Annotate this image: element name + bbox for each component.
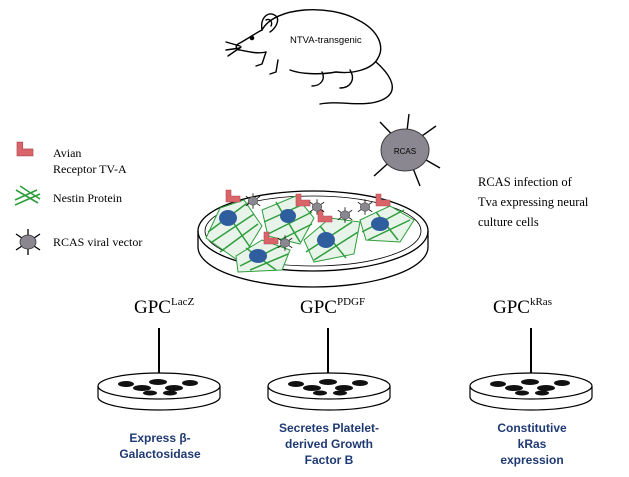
- gpc-label: GPCPDGF: [300, 296, 365, 318]
- gpc-column-lacz: GPCLacZ Express β- Galactosidase: [97, 296, 221, 461]
- petri-dish: [97, 372, 221, 411]
- gpc-column-kras: GPCkRas Constitutive kRas expression: [469, 296, 593, 467]
- receptor-marker: [225, 189, 241, 203]
- infection-line: Tva expressing neural: [478, 195, 589, 209]
- neural-cell: [235, 239, 291, 273]
- outcome-line: Secretes Platelet-: [279, 421, 379, 435]
- infection-description: RCAS infection of Tva expressing neural …: [478, 175, 589, 229]
- legend: Avian Receptor TV-A Nestin Protein RCAS …: [14, 141, 142, 256]
- legend-receptor-line1: Avian: [53, 146, 81, 160]
- neural-cell: [359, 205, 415, 243]
- petri-dish: [469, 372, 593, 411]
- legend-rcas-label: RCAS viral vector: [53, 235, 142, 249]
- outcome-line: expression: [500, 453, 563, 467]
- rcas-virus-icon: [15, 228, 41, 256]
- gpc-column-pdgf: GPCPDGF Secretes Platelet- derived Growt…: [267, 296, 391, 467]
- gpc-label: GPCLacZ: [134, 296, 194, 318]
- nestin-protein-icon: [14, 185, 41, 206]
- receptor-marker: [375, 193, 391, 207]
- neural-cell: [303, 217, 361, 263]
- avian-receptor-icon: [16, 141, 34, 157]
- infection-line: RCAS infection of: [478, 175, 573, 189]
- mouse-label: NTVA-transgenic: [290, 35, 362, 46]
- petri-dish: [267, 372, 391, 411]
- outcome-line: Constitutive: [497, 421, 567, 435]
- neural-cell: [205, 199, 263, 263]
- outcome-line: Galactosidase: [119, 447, 201, 461]
- mouse-icon: [225, 9, 393, 105]
- outcome-line: kRas: [518, 437, 547, 451]
- infection-line: culture cells: [478, 215, 539, 229]
- rcas-virion: [373, 113, 441, 187]
- legend-receptor-line2: Receptor TV-A: [53, 162, 127, 176]
- legend-nestin-label: Nestin Protein: [53, 191, 122, 205]
- outcome-line: Factor B: [305, 453, 354, 467]
- rcas-virion-label: RCAS: [394, 147, 416, 156]
- culture-dish: [197, 189, 429, 288]
- outcome-line: derived Growth: [285, 437, 373, 451]
- gpc-label: GPCkRas: [493, 296, 552, 318]
- outcome-line: Express β-: [129, 431, 190, 445]
